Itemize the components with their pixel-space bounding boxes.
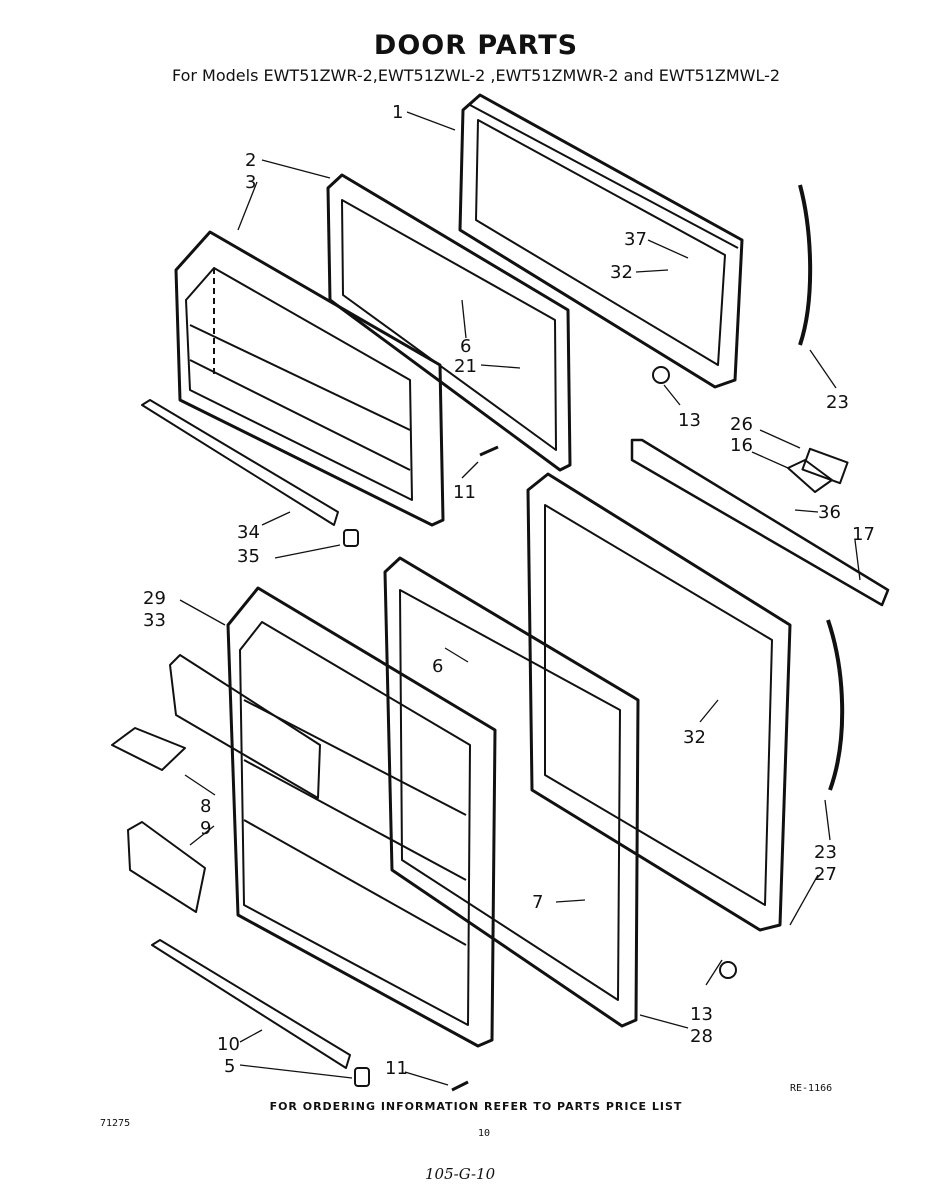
page-title: DOOR PARTS xyxy=(373,30,579,61)
fresh-food-outer-door xyxy=(526,472,792,932)
fresh-food-door-cam xyxy=(354,1067,370,1087)
handwritten-note: 105-G-10 xyxy=(425,1165,496,1183)
freezer-outer-door xyxy=(458,93,744,389)
callout-10: 10 xyxy=(217,1034,240,1055)
callout-23-upper: 23 xyxy=(826,392,849,413)
freezer-breaker-strip xyxy=(141,399,339,526)
callout-34: 34 xyxy=(237,522,260,543)
callout-13-upper: 13 xyxy=(678,410,701,431)
callout-35: 35 xyxy=(237,546,260,567)
fresh-food-inner-liner xyxy=(226,586,497,1048)
page-number: 10 xyxy=(478,1128,491,1139)
lower-breaker-strip xyxy=(151,939,351,1069)
callout-23-lower: 23 xyxy=(814,842,837,863)
callout-37: 37 xyxy=(624,229,647,250)
callout-26: 26 xyxy=(730,414,753,435)
door-shelf xyxy=(169,654,321,799)
freezer-handle xyxy=(798,184,813,346)
callout-6-lower: 6 xyxy=(432,656,443,677)
callout-11-upper: 11 xyxy=(453,482,476,503)
callout-21: 21 xyxy=(454,356,477,377)
fresh-food-handle xyxy=(826,619,845,791)
callout-32-lower: 32 xyxy=(683,727,706,748)
callout-3: 3 xyxy=(245,172,256,193)
callout-36: 36 xyxy=(818,502,841,523)
model-list: For Models EWT51ZWR-2,EWT51ZWL-2 ,EWT51Z… xyxy=(171,66,781,85)
callout-17: 17 xyxy=(852,524,875,545)
butter-tray xyxy=(111,727,186,771)
callout-28: 28 xyxy=(690,1026,713,1047)
callout-7: 7 xyxy=(532,892,543,913)
callout-16: 16 xyxy=(730,435,753,456)
hinge-shim xyxy=(787,459,833,493)
freezer-inner-liner xyxy=(174,230,445,527)
callout-6-upper: 6 xyxy=(460,336,471,357)
callout-8: 8 xyxy=(200,796,211,817)
callout-29: 29 xyxy=(143,588,166,609)
document-code: 71275 xyxy=(100,1118,131,1129)
fresh-food-gasket xyxy=(383,556,640,1028)
callout-5: 5 xyxy=(224,1056,235,1077)
callout-33: 33 xyxy=(143,610,166,631)
reference-code: RE-1166 xyxy=(790,1083,833,1094)
callout-1: 1 xyxy=(392,102,403,123)
callout-11-lower: 11 xyxy=(385,1058,408,1079)
callout-27: 27 xyxy=(814,864,837,885)
lower-screw xyxy=(451,1080,469,1092)
callout-13-lower: 13 xyxy=(690,1004,713,1025)
callout-9: 9 xyxy=(200,818,211,839)
egg-rack xyxy=(127,821,206,913)
hinge-cover xyxy=(801,447,849,485)
upper-screw xyxy=(479,445,499,457)
leader-lines xyxy=(179,111,861,1086)
freezer-hinge-pin xyxy=(652,366,670,384)
lower-hinge-pin xyxy=(719,961,737,979)
freezer-door-cam xyxy=(343,529,359,547)
callout-2: 2 xyxy=(245,150,256,171)
ordering-note: FOR ORDERING INFORMATION REFER TO PARTS … xyxy=(269,1100,683,1113)
center-hinge xyxy=(630,438,890,607)
callout-32-upper: 32 xyxy=(610,262,633,283)
